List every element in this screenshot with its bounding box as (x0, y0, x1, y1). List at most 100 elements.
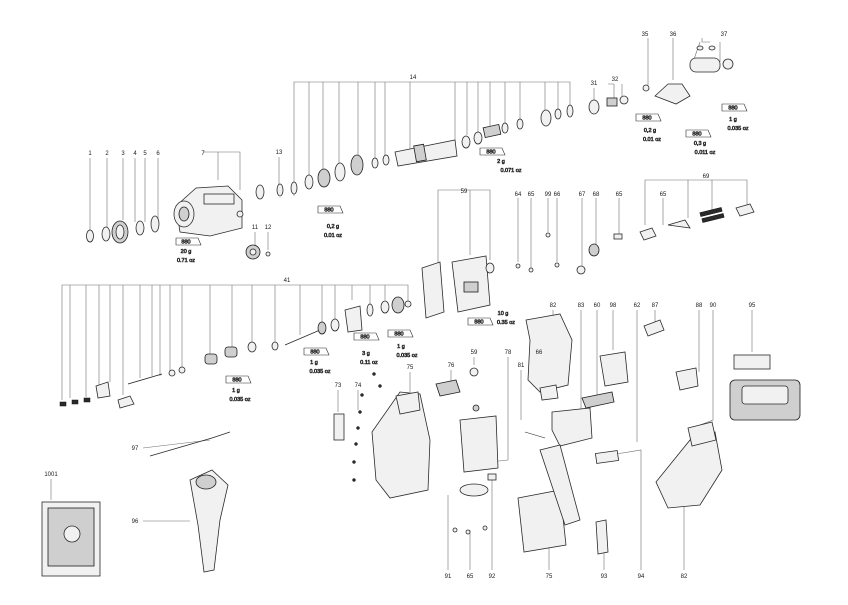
part-label: 36 (670, 32, 677, 38)
part-label: 75 (407, 365, 414, 371)
part-label: 65 (616, 192, 623, 198)
part-label: 96 (132, 519, 139, 525)
parts (41, 45, 801, 577)
part-label: 95 (749, 303, 756, 309)
svg-text:880: 880 (486, 150, 495, 156)
part-label: 68 (593, 192, 600, 198)
part-label: 12 (265, 225, 272, 231)
leader-lines (50, 38, 753, 570)
part-label: 87 (652, 303, 659, 309)
part-label: 82 (681, 574, 688, 580)
part-label: 99 (545, 192, 552, 198)
part-label: 59 (461, 189, 468, 195)
grease-tags: 880 20 g 0.71 oz 880 0,2 g 0.01 oz 880 2… (175, 103, 749, 403)
part-label: 6 (156, 151, 160, 157)
screw-column (352, 372, 382, 482)
svg-text:0.011 oz: 0.011 oz (695, 150, 716, 156)
grease-tag: 880 1 g 0.035 oz (303, 347, 331, 375)
svg-text:0.35 oz: 0.35 oz (497, 320, 515, 326)
svg-text:880: 880 (232, 378, 241, 384)
svg-text:3 g: 3 g (362, 351, 370, 357)
part-label: 73 (335, 383, 342, 389)
svg-text:1 g: 1 g (729, 117, 737, 123)
grease-tag: 880 1 g 0.035 oz (387, 329, 418, 359)
svg-text:880: 880 (728, 106, 737, 112)
grease-tag: 880 0,2 g 0.01 oz (635, 113, 662, 143)
part-label: 82 (550, 303, 557, 309)
part-label: 14 (410, 75, 417, 81)
svg-text:880: 880 (692, 132, 701, 138)
part-label: 35 (642, 32, 649, 38)
svg-text:0.01 oz: 0.01 oz (324, 233, 342, 239)
part-label: 1001 (44, 472, 58, 478)
part-label: 83 (578, 303, 585, 309)
part-label: 94 (638, 574, 645, 580)
part-label: 60 (594, 303, 601, 309)
svg-text:880: 880 (360, 335, 369, 341)
part-label: 4 (133, 151, 137, 157)
part-label: 81 (518, 363, 525, 369)
part-label: 2 (105, 151, 109, 157)
svg-text:880: 880 (310, 350, 319, 356)
svg-text:880: 880 (394, 332, 403, 338)
part-label: 62 (634, 303, 641, 309)
svg-text:880: 880 (642, 116, 651, 122)
part-label: 32 (612, 77, 619, 83)
part-label: 66 (536, 350, 543, 356)
part-label: 98 (610, 303, 617, 309)
part-label: 67 (579, 192, 586, 198)
part-number-labels: 1 2 3 4 5 6 7 11 12 13 14 31 32 35 36 37… (44, 32, 756, 580)
part-label: 65 (467, 574, 474, 580)
grease-tag: 880 3 g 0.11 oz (353, 332, 380, 366)
part-label: 37 (721, 32, 728, 38)
part-label: 76 (448, 363, 455, 369)
svg-text:2 g: 2 g (497, 159, 505, 165)
svg-text:0,2 g: 0,2 g (644, 128, 656, 134)
svg-text:1 g: 1 g (310, 360, 318, 366)
part-label: 31 (591, 81, 598, 87)
svg-text:880: 880 (181, 240, 190, 246)
svg-text:0.035 oz: 0.035 oz (229, 397, 250, 403)
part-label: 11 (252, 225, 259, 231)
svg-text:20 g: 20 g (181, 249, 192, 255)
part-label: 74 (355, 383, 362, 389)
part-label: 97 (132, 446, 139, 452)
grease-tag: 880 2 g 0.071 oz (479, 147, 522, 174)
part-label: 64 (515, 192, 522, 198)
part-label: 13 (276, 150, 283, 156)
part-label: 41 (284, 278, 291, 284)
svg-text:880: 880 (324, 208, 333, 214)
svg-text:0,3 g: 0,3 g (694, 141, 706, 147)
part-label: 66 (554, 192, 561, 198)
svg-text:1 g: 1 g (232, 388, 240, 394)
part-label: 1 (88, 151, 92, 157)
svg-text:0.035 oz: 0.035 oz (727, 126, 748, 132)
part-label: 65 (528, 192, 535, 198)
grease-tag: 880 0,3 g 0.011 oz (685, 129, 716, 156)
part-label: 5 (143, 151, 147, 157)
part-label: 88 (696, 303, 703, 309)
svg-text:0.11 oz: 0.11 oz (360, 360, 378, 366)
part-label: 78 (505, 350, 512, 356)
svg-text:0.71 oz: 0.71 oz (177, 258, 195, 264)
svg-text:0.071 oz: 0.071 oz (500, 168, 521, 174)
svg-text:880: 880 (474, 320, 483, 326)
svg-text:1 g: 1 g (397, 344, 405, 350)
part-label: 92 (489, 574, 496, 580)
part-label: 59 (471, 350, 478, 356)
svg-text:0.035 oz: 0.035 oz (309, 369, 330, 375)
svg-text:0.035 oz: 0.035 oz (396, 353, 417, 359)
part-label: 69 (703, 174, 710, 180)
grease-tag: 880 10 g 0.35 oz (467, 311, 516, 326)
part-label: 91 (445, 574, 452, 580)
part-label: 65 (660, 192, 667, 198)
part-label: 75 (546, 574, 553, 580)
grease-tag: 880 1 g 0.035 oz (721, 103, 749, 132)
svg-text:10 g: 10 g (498, 311, 509, 317)
svg-text:0.01 oz: 0.01 oz (643, 137, 661, 143)
svg-text:0,2 g: 0,2 g (327, 224, 339, 230)
part-label: 3 (121, 151, 125, 157)
part-label: 93 (601, 574, 608, 580)
